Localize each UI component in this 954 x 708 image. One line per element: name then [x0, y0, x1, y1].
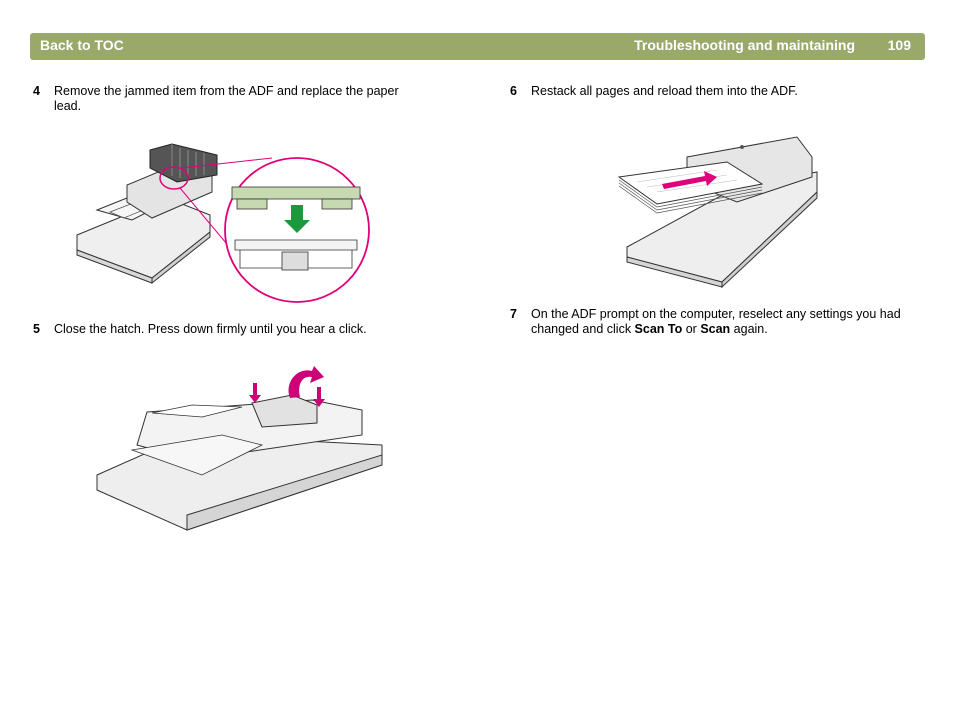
header-bar: Back to TOC Troubleshooting and maintain…	[30, 33, 925, 60]
step-text-part: or	[682, 322, 701, 336]
adf-close-hatch-illustration	[96, 366, 383, 531]
section-title: Troubleshooting and maintaining	[634, 37, 855, 53]
step-number: 6	[510, 84, 517, 98]
step-text: Close the hatch. Press down firmly until…	[54, 322, 367, 336]
zoom-detail	[231, 186, 361, 271]
arrow-down-icon	[313, 387, 325, 407]
rotate-arrow-icon	[288, 366, 324, 398]
arrow-down-icon	[284, 205, 310, 233]
adf-reload-illustration	[617, 136, 818, 289]
scan-to-label: Scan To	[634, 322, 683, 336]
step-text: Restack all pages and reload them into t…	[531, 84, 798, 98]
arrow-down-icon	[249, 383, 261, 403]
back-to-toc-link[interactable]: Back to TOC	[40, 37, 124, 53]
adf-jam-illustration	[76, 143, 370, 303]
step-text-part: again.	[730, 322, 768, 336]
page-number: 109	[887, 37, 911, 53]
step-text: On the ADF prompt on the computer, resel…	[531, 307, 926, 337]
scan-label: Scan	[700, 322, 731, 336]
step-text-part: On the ADF prompt on the computer, resel…	[531, 307, 901, 336]
step-number: 5	[33, 322, 40, 336]
step-text: Remove the jammed item from the ADF and …	[54, 84, 399, 113]
step-number: 4	[33, 84, 40, 98]
arrow-right-icon	[662, 171, 717, 189]
step-number: 7	[510, 307, 517, 321]
